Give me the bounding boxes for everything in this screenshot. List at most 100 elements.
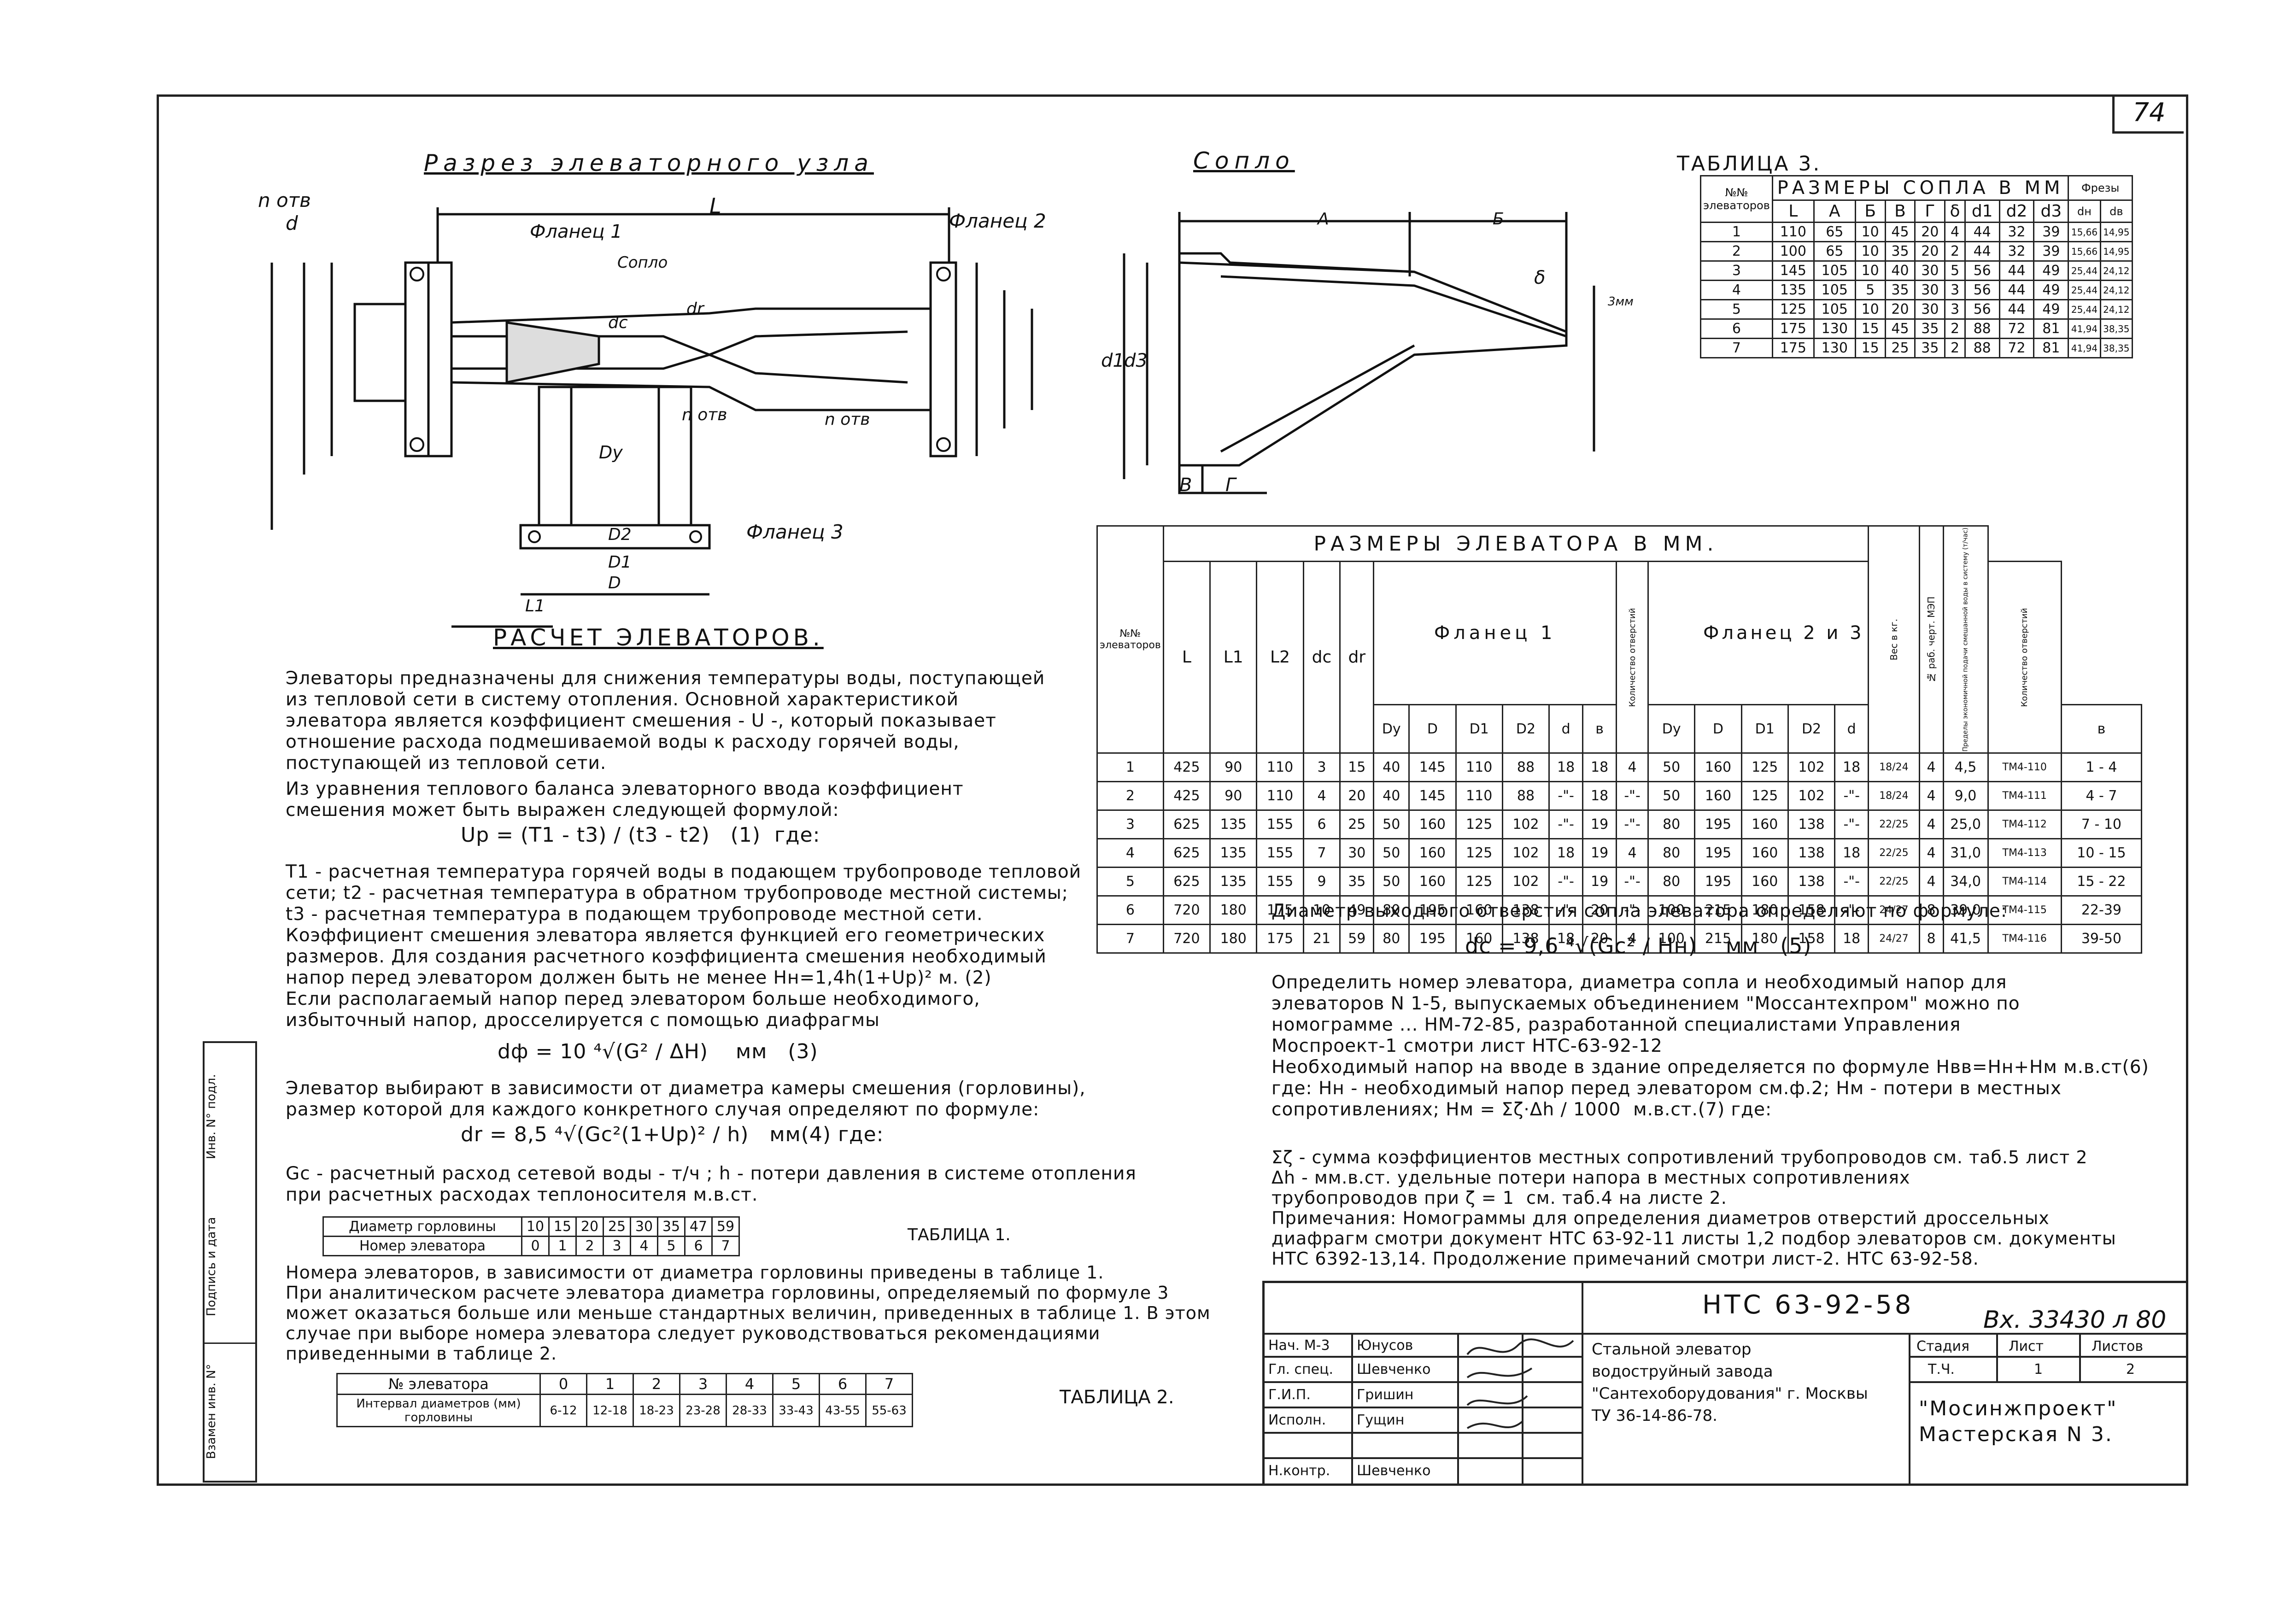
section-title: Разрез элеваторного узла <box>424 150 874 176</box>
table-cell: 5 <box>1854 280 1886 300</box>
table-cell: 44 <box>1998 280 2035 300</box>
label-flange3: Фланец 3 <box>746 521 844 543</box>
t3-col-8: d3 <box>2033 199 2069 223</box>
table-cell: -"- <box>1834 781 1869 811</box>
label-D1: D1 <box>608 553 632 572</box>
table-cell: 50 <box>1647 781 1696 811</box>
t3-col-0: L <box>1771 199 1815 223</box>
te-f23-col: в <box>2060 704 2143 754</box>
table-cell: 1 <box>1700 222 1773 242</box>
sheet-label: Лист <box>2009 1338 2044 1354</box>
te-f1-col: D1 <box>1455 704 1503 754</box>
nozzle-label-A: A <box>1318 210 1329 229</box>
table-cell: 105 <box>1813 299 1856 320</box>
table-cell: 39 <box>2033 241 2069 262</box>
t3-cut-1: dв <box>2099 199 2133 223</box>
table-cell: -"- <box>1548 867 1584 897</box>
right-p1: Диаметр выходного отверстия сопла элеват… <box>1271 901 2008 921</box>
table-cell: 44 <box>1964 241 2000 262</box>
t3-col-2: Б <box>1854 199 1886 223</box>
stage-value: Т.Ч. <box>1928 1361 1955 1378</box>
te-f1-col: d <box>1548 704 1584 754</box>
table-cell: 110 <box>1771 222 1815 242</box>
text-p6: Номера элеваторов, в зависимости от диам… <box>286 1262 1211 1364</box>
t2-row1-label: № элеватора <box>336 1373 541 1395</box>
table-cell: 425 <box>1162 752 1211 783</box>
drawing-frame <box>157 94 2188 1486</box>
table-cell: 175 <box>1256 924 1304 954</box>
table-cell: 15 - 22 <box>2060 867 2143 897</box>
inv-number: Вх. 33430 л 80 <box>1983 1306 2167 1334</box>
t1-row1-label: Диаметр горловины <box>322 1216 522 1237</box>
label-d: d <box>286 212 298 235</box>
table-cell: 10 <box>1854 260 1886 281</box>
table-cell: 10 - 15 <box>2060 838 2143 868</box>
table-cell: 38,35 <box>2099 338 2133 358</box>
table-cell: 4 <box>1918 781 1944 811</box>
table-cell: 47 <box>684 1216 713 1237</box>
table-cell: 4 - 7 <box>2060 781 2143 811</box>
table-cell: 18 <box>1834 752 1869 783</box>
text-p2: Из уравнения теплового баланса элеваторн… <box>286 779 964 821</box>
t2-row2-label: Интервал диаметров (мм) горловины <box>336 1394 541 1427</box>
table-cell: 24,12 <box>2099 260 2133 281</box>
table-cell: 3 <box>1302 752 1341 783</box>
table-cell: 49 <box>2033 280 2069 300</box>
table-cell: -"- <box>1834 809 1869 840</box>
label-dr: dr <box>686 299 704 318</box>
table-cell: 105 <box>1813 280 1856 300</box>
table-cell: 158 <box>1787 895 1836 926</box>
nozzle-label-G: Г <box>1225 475 1236 496</box>
table-cell: 35 <box>1339 867 1375 897</box>
te-f23-col: Dy <box>1647 704 1696 754</box>
te-col-no: №№ элеваторов <box>1096 525 1164 754</box>
t3-col-1: A <box>1813 199 1856 223</box>
title-block: НТС 63-92-58 Вх. 33430 л 80 Нач. М-3 Гл.… <box>1262 1281 2186 1483</box>
table-cell: 158 <box>1787 924 1836 954</box>
table-cell: 145 <box>1771 260 1815 281</box>
table-cell: 20 <box>1914 222 1946 242</box>
table-cell: 110 <box>1256 752 1304 783</box>
table-cell: 56 <box>1964 280 2000 300</box>
table-cell: 32 <box>1998 241 2035 262</box>
table-cell: 55-63 <box>865 1394 913 1427</box>
table-cell: -"- <box>1616 809 1649 840</box>
table-cell: 35 <box>1884 241 1916 262</box>
te-f23-col: d <box>1834 704 1869 754</box>
table-cell: 12-18 <box>586 1394 634 1427</box>
table-cell: 135 <box>1771 280 1815 300</box>
table-cell: -"- <box>1548 781 1584 811</box>
table-cell: 215 <box>1694 924 1742 954</box>
formula-1: Uр = (T1 - t3) / (t3 - t2) (1) где: <box>461 823 820 847</box>
table-cell: 4 <box>1616 838 1649 868</box>
table-cell: 44 <box>1998 260 2035 281</box>
table-cell: 28-33 <box>726 1394 773 1427</box>
table-cell: 25 <box>1339 809 1375 840</box>
table-cell: 160 <box>1408 867 1457 897</box>
table-cell: 215 <box>1694 895 1742 926</box>
te-f1-col: в <box>1582 704 1617 754</box>
table-cell: 4 <box>1616 924 1649 954</box>
table-cell: 102 <box>1501 809 1550 840</box>
table-cell: 34,0 <box>1942 867 1989 897</box>
table-cell: 18 <box>1548 838 1584 868</box>
table-cell: 18/24 <box>1868 781 1920 811</box>
table-cell: 7 <box>1700 338 1773 358</box>
table-cell: 4 <box>1302 781 1341 811</box>
table-cell: 4 <box>1096 838 1164 868</box>
table-cell: 6 <box>819 1373 867 1395</box>
elevator-section-drawing <box>270 207 1033 628</box>
table-cell: 180 <box>1740 924 1789 954</box>
table-cell: 100 <box>1647 895 1696 926</box>
table-cell: 44 <box>1964 222 2000 242</box>
table-cell: 135 <box>1209 838 1258 868</box>
table-cell: 160 <box>1408 809 1457 840</box>
table-cell: 80 <box>1373 895 1410 926</box>
